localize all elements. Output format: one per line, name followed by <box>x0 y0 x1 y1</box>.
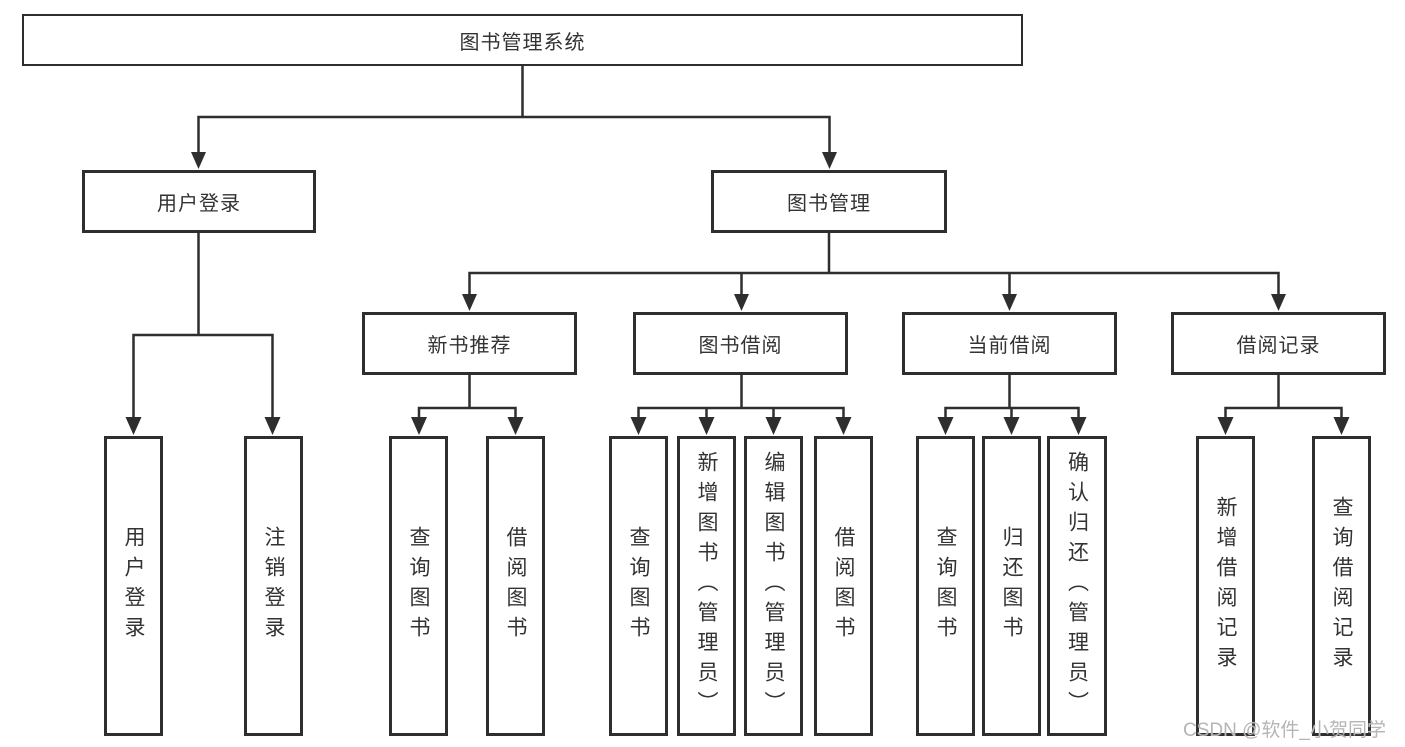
node-leaf-label: 借阅图书 <box>504 526 527 646</box>
node-leaf-borrow-books-1: 借阅图书 <box>486 436 545 736</box>
node-root: 图书管理系统 <box>22 14 1023 66</box>
node-borrow-records: 借阅记录 <box>1171 312 1386 375</box>
node-root-label: 图书管理系统 <box>459 31 586 54</box>
node-leaf-add-books-admin: 新增图书（管理员） <box>677 436 736 736</box>
node-leaf-label: 编辑图书（管理员） <box>762 451 785 721</box>
node-current-borrow-label: 当前借阅 <box>967 335 1052 357</box>
node-leaf-edit-books-admin: 编辑图书（管理员） <box>744 436 803 736</box>
node-leaf-label: 查询图书 <box>407 526 430 646</box>
node-user-login-label: 用户登录 <box>157 193 241 215</box>
node-current-borrow: 当前借阅 <box>902 312 1117 375</box>
csdn-watermark: CSDN @软件_小贺同学 <box>1183 720 1386 741</box>
node-leaf-label: 用户登录 <box>122 526 145 646</box>
node-user-login: 用户登录 <box>82 170 316 233</box>
node-leaf-label: 查询图书 <box>934 526 957 646</box>
node-leaf-logout: 注销登录 <box>244 436 303 736</box>
node-leaf-user-login: 用户登录 <box>104 436 163 736</box>
node-leaf-query-books-1: 查询图书 <box>389 436 448 736</box>
node-leaf-confirm-return-admin: 确认归还（管理员） <box>1047 436 1107 736</box>
node-new-book-rec: 新书推荐 <box>362 312 577 375</box>
node-book-borrow: 图书借阅 <box>633 312 848 375</box>
node-book-mgmt-label: 图书管理 <box>787 193 871 215</box>
node-leaf-query-books-3: 查询图书 <box>916 436 975 736</box>
node-leaf-query-borrow-record: 查询借阅记录 <box>1312 436 1371 736</box>
node-leaf-label: 借阅图书 <box>832 526 855 646</box>
node-leaf-label: 确认归还（管理员） <box>1065 451 1089 721</box>
node-new-book-rec-label: 新书推荐 <box>427 335 512 357</box>
node-leaf-label: 查询借阅记录 <box>1330 496 1353 676</box>
node-book-mgmt: 图书管理 <box>711 170 947 233</box>
node-leaf-label: 注销登录 <box>262 526 285 646</box>
node-leaf-query-books-2: 查询图书 <box>609 436 668 736</box>
node-leaf-label: 查询图书 <box>627 526 650 646</box>
node-leaf-borrow-books-2: 借阅图书 <box>814 436 873 736</box>
node-leaf-label: 新增图书（管理员） <box>695 451 718 721</box>
node-leaf-label: 新增借阅记录 <box>1214 496 1237 676</box>
node-leaf-label: 归还图书 <box>1000 526 1023 646</box>
node-leaf-return-books: 归还图书 <box>982 436 1041 736</box>
node-borrow-records-label: 借阅记录 <box>1236 335 1321 357</box>
node-leaf-add-borrow-record: 新增借阅记录 <box>1196 436 1255 736</box>
node-book-borrow-label: 图书借阅 <box>698 335 783 357</box>
